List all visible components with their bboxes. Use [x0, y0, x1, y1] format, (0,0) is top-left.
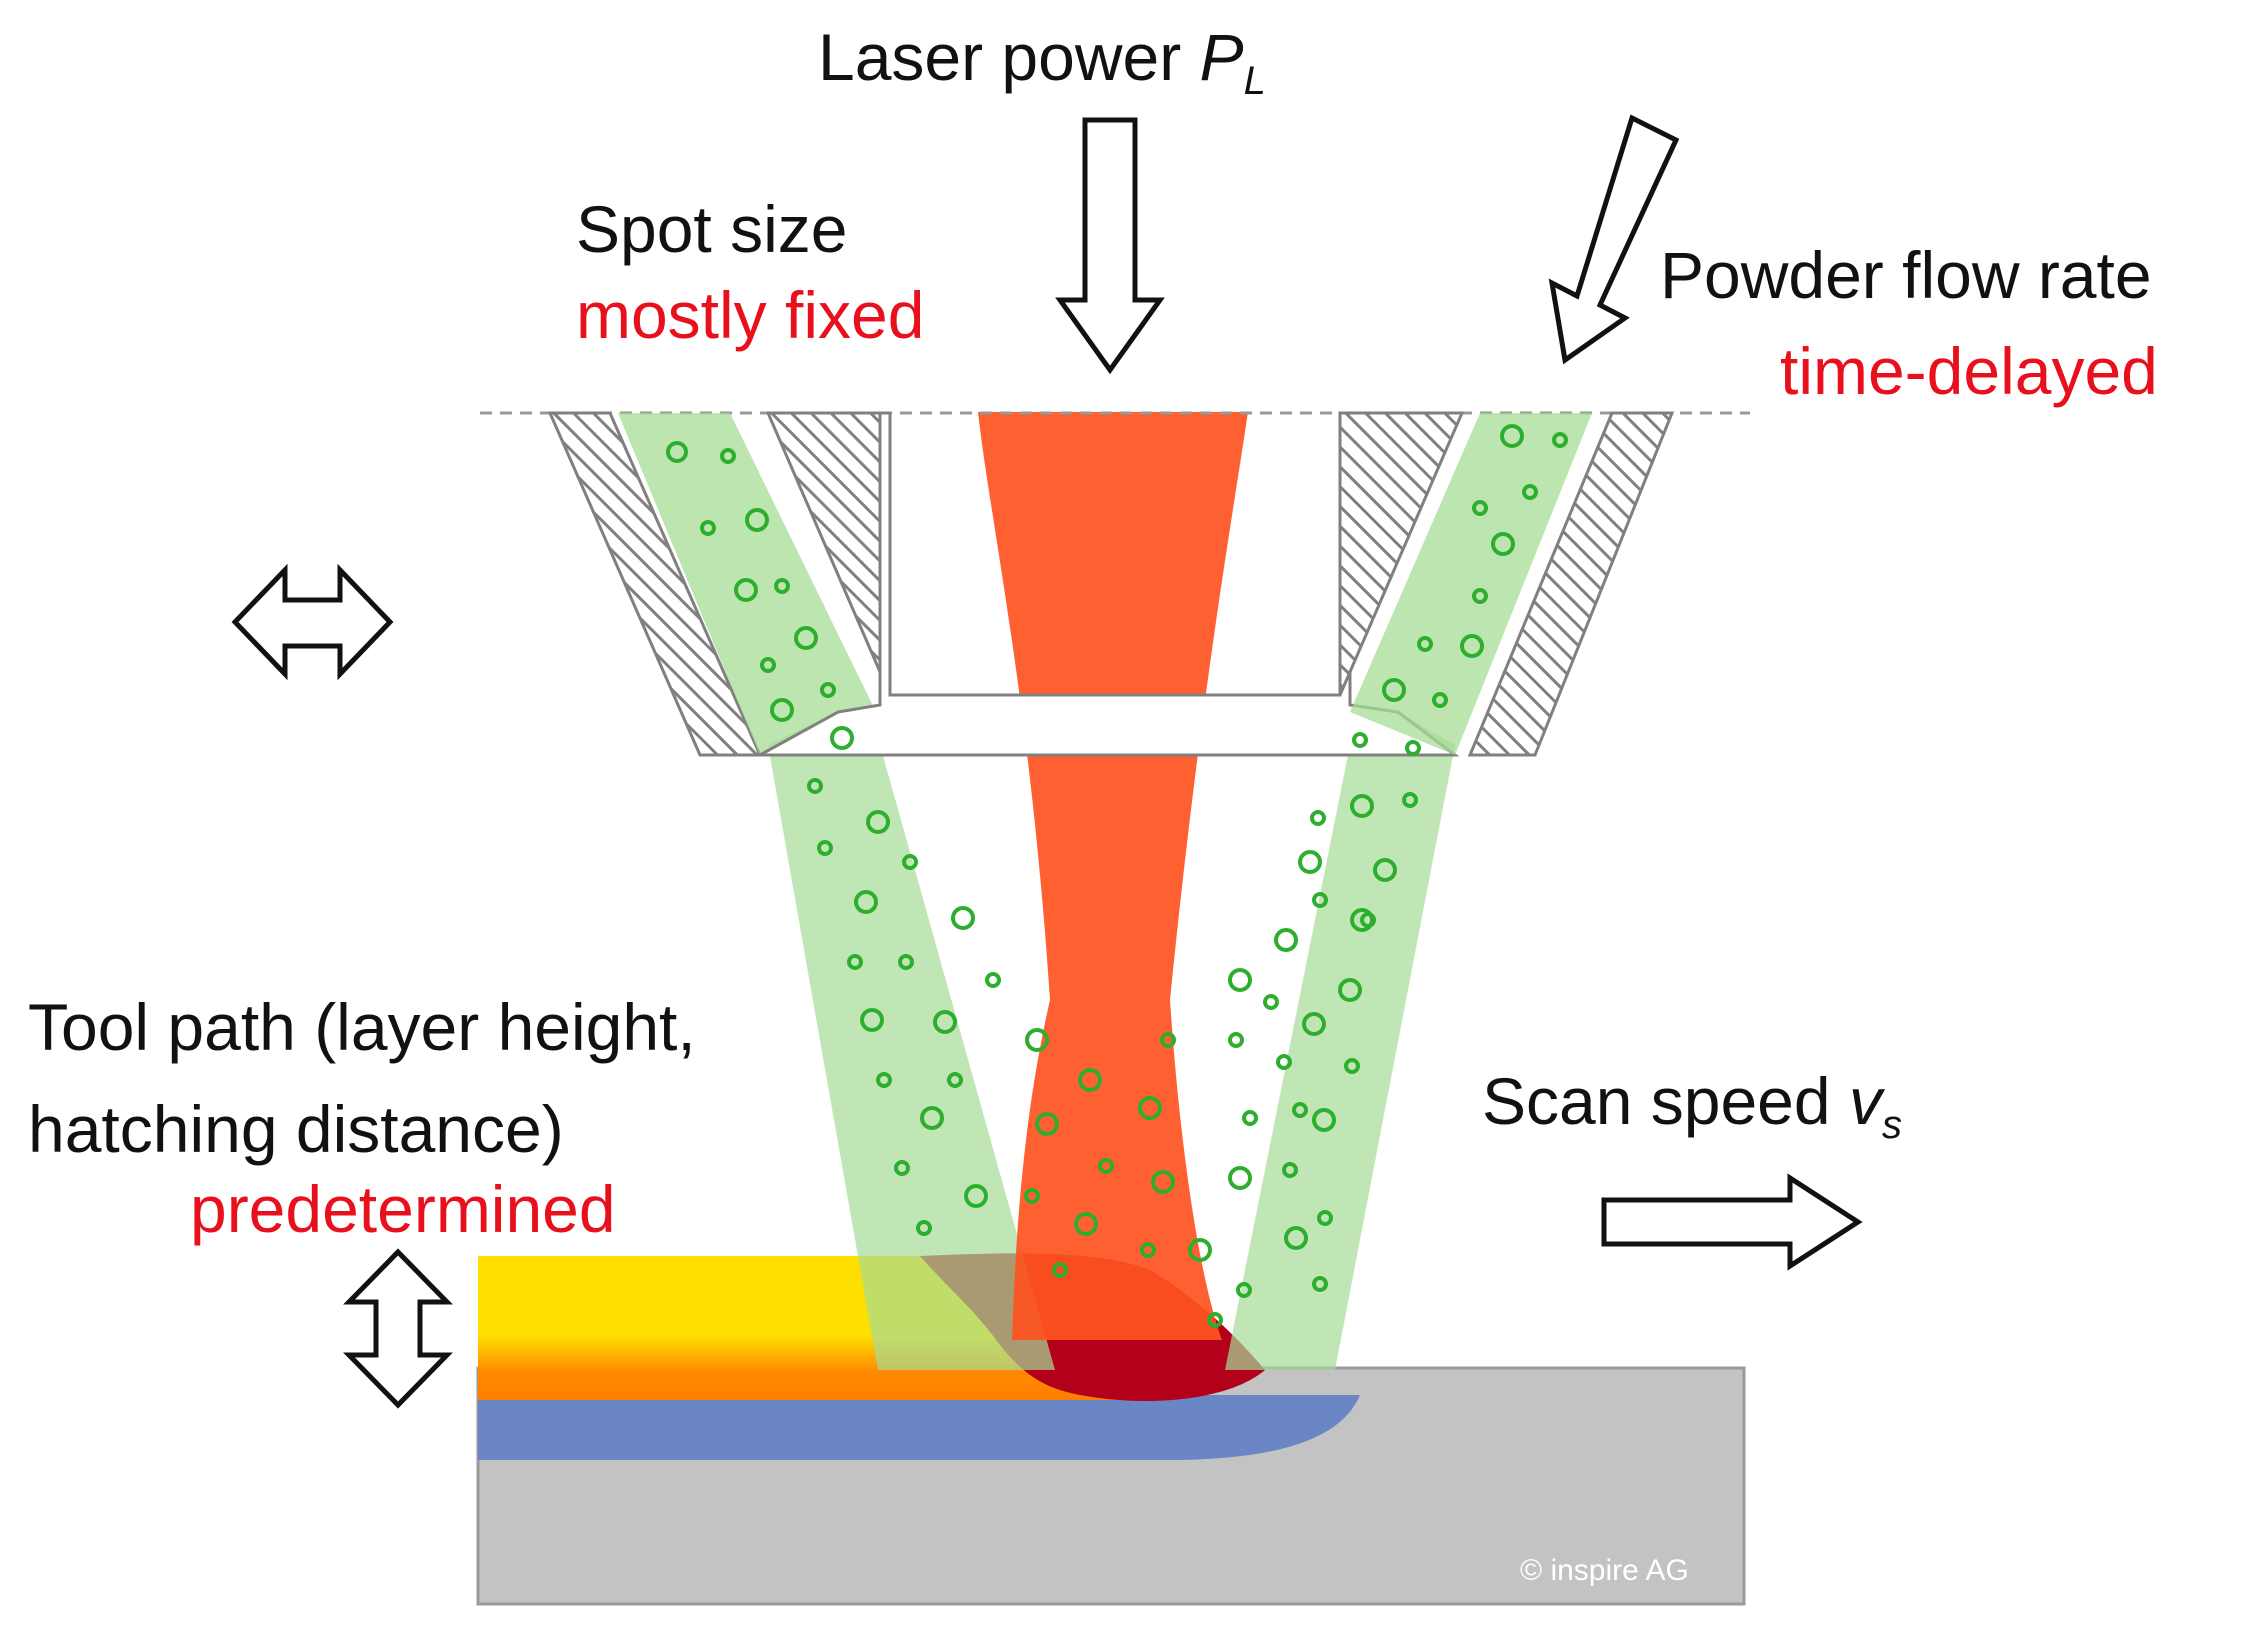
laser-beam: [978, 412, 1248, 1340]
laser-power-label: Laser power PL: [818, 20, 1266, 103]
arrow-diagonal-icon: [1548, 114, 1680, 365]
scan-speed-label: Scan speed vs: [1482, 1064, 1902, 1147]
copyright-text: © inspire AG: [1520, 1554, 1689, 1587]
tool-path-note: predetermined: [190, 1172, 616, 1246]
spot-size-note: mostly fixed: [576, 278, 924, 352]
arrow-down-icon: [1055, 117, 1165, 375]
double-arrow-vertical-icon: [343, 1248, 453, 1409]
double-arrow-horizontal-icon: [231, 563, 394, 681]
powder-flow-label: Powder flow rate: [1660, 238, 2152, 312]
tool-path-label-line2: hatching distance): [28, 1092, 564, 1166]
tool-path-label-line1: Tool path (layer height,: [28, 990, 696, 1064]
powder-particles: [666, 424, 1568, 1328]
powder-flow-note: time-delayed: [1780, 334, 2158, 408]
spot-size-label: Spot size: [576, 192, 847, 266]
heat-affected-zone: [478, 1395, 1360, 1460]
arrow-right-icon: [1601, 1173, 1863, 1271]
